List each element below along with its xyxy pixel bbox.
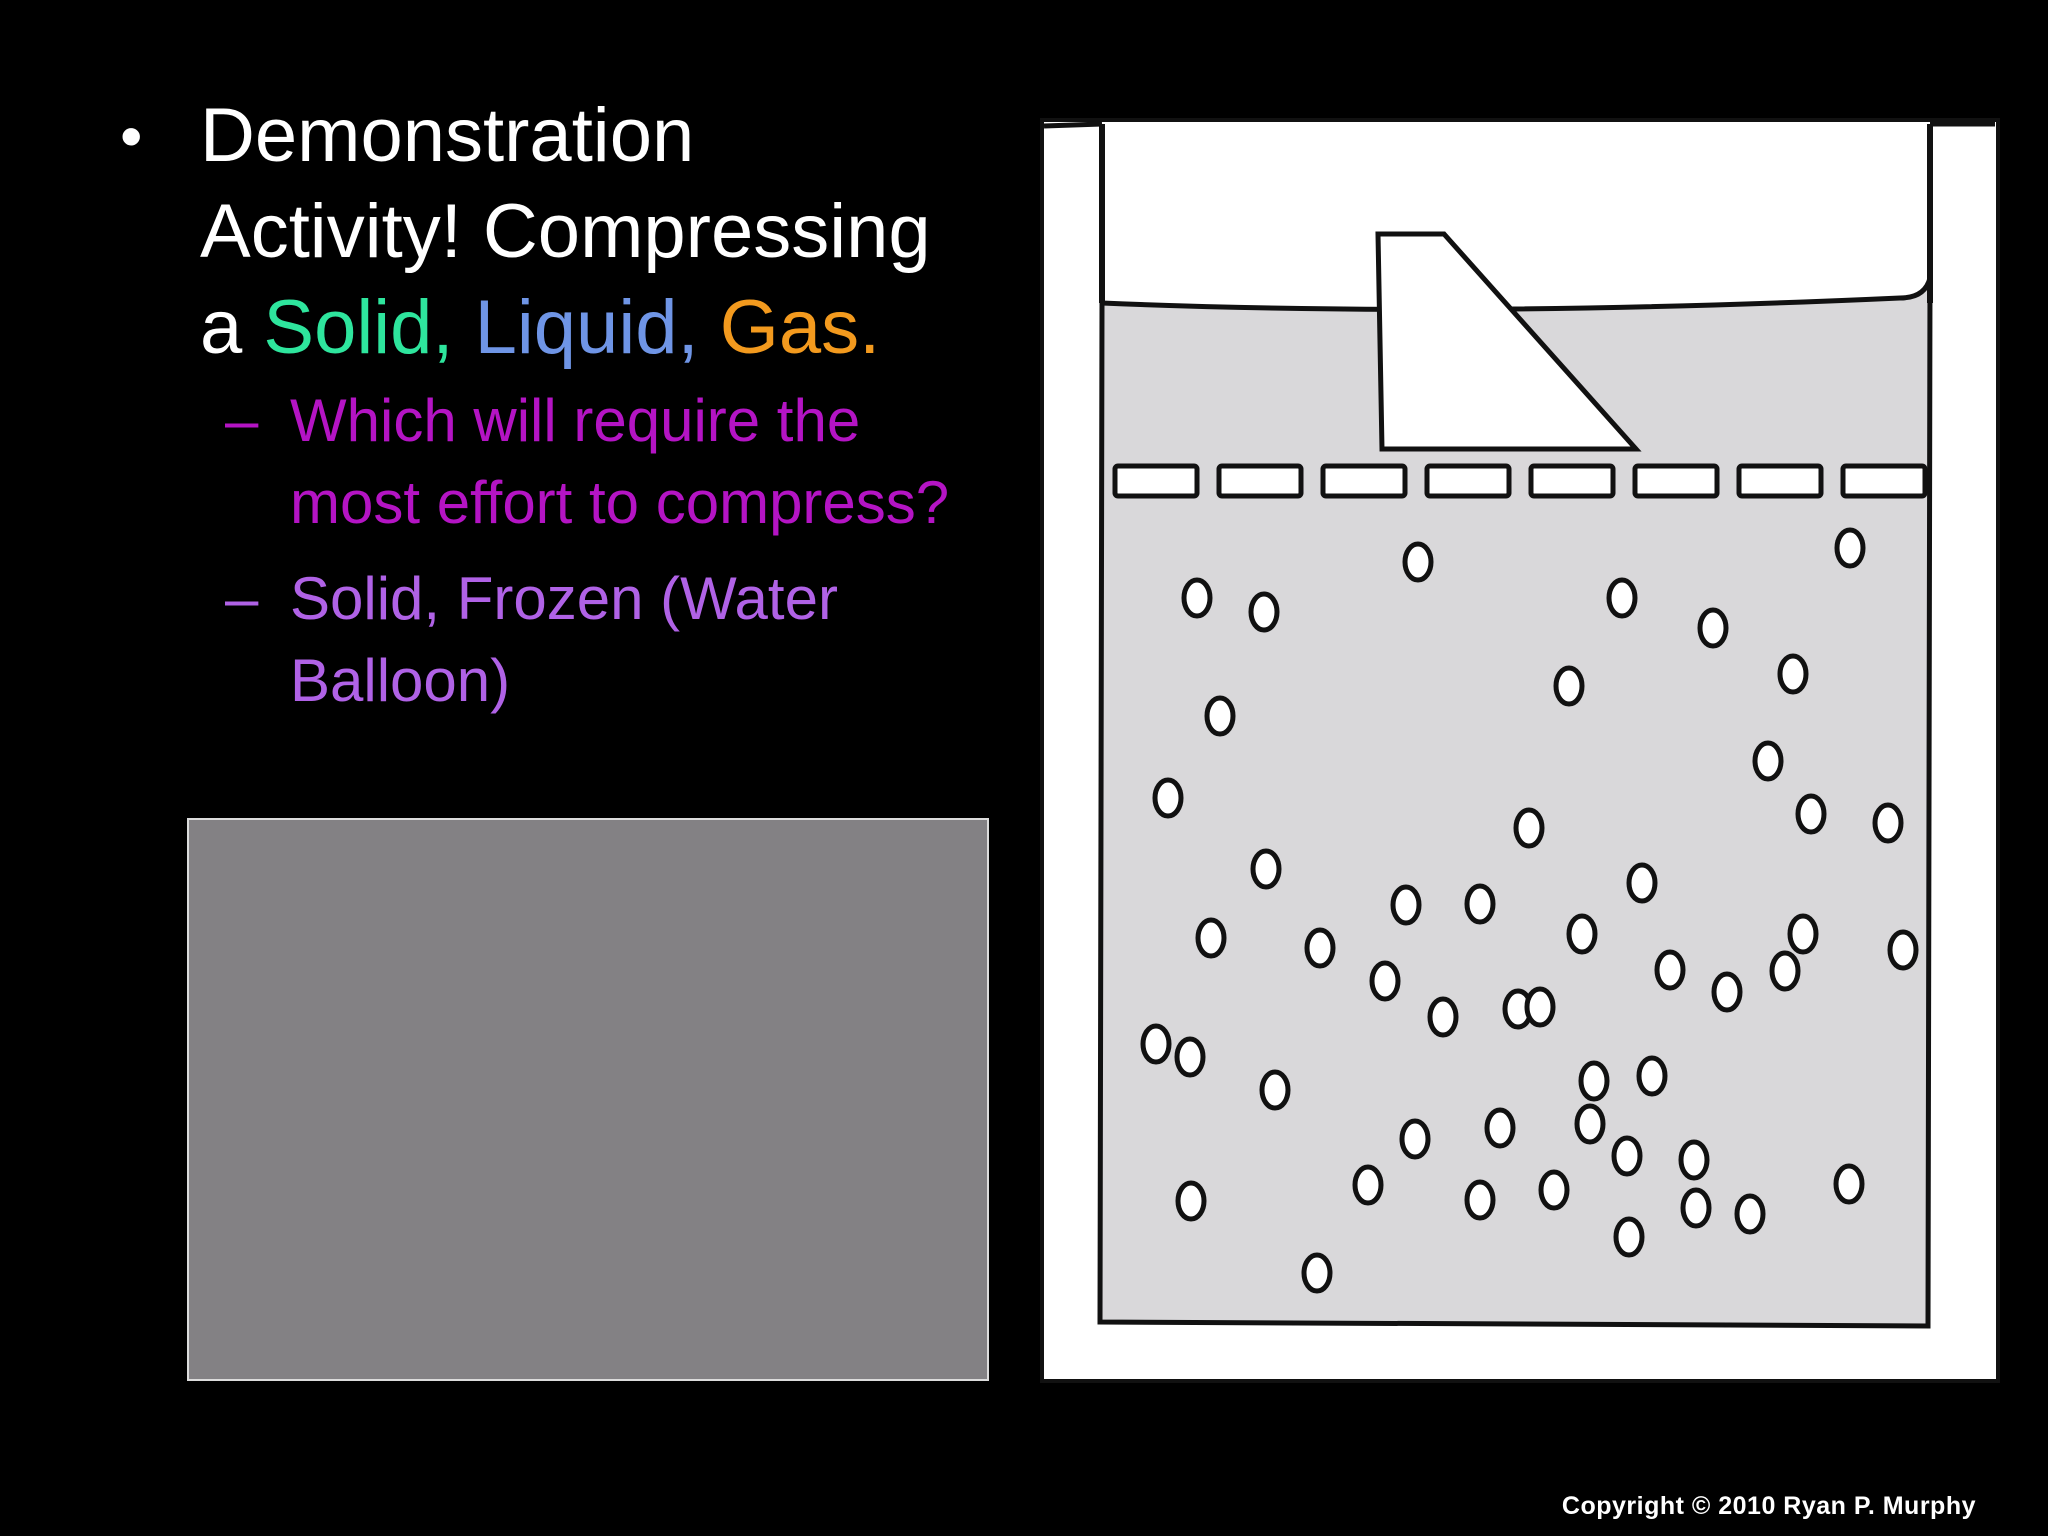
main-bullet-prefix: a <box>200 285 264 370</box>
gas-particle <box>1795 793 1827 835</box>
main-bullet-line-1: Demonstration <box>200 93 695 178</box>
gas-particle <box>1678 1139 1710 1181</box>
word-liquid: Liquid, <box>474 285 699 370</box>
word-solid: Solid, <box>263 285 454 370</box>
gas-particle <box>1611 1135 1643 1177</box>
container-liquid <box>1097 277 1933 1329</box>
sub-bullet-dash: – <box>225 565 259 632</box>
gas-particle <box>1538 1169 1570 1211</box>
piston-weight-shape <box>1375 231 1642 452</box>
container-top-left-edge <box>1043 121 1103 129</box>
gas-particle <box>1626 862 1658 904</box>
gas-particle <box>1887 929 1919 971</box>
gas-particle <box>1301 1252 1333 1294</box>
gas-particle <box>1524 986 1556 1028</box>
gas-particle <box>1636 1055 1668 1097</box>
sub-bullet-text: Solid, Frozen (Water Balloon) <box>290 565 838 714</box>
gas-particle <box>1777 653 1809 695</box>
piston-plate-segment <box>1320 463 1408 499</box>
gas-particle <box>1654 949 1686 991</box>
video-placeholder <box>187 818 989 1381</box>
piston-plate-segment <box>1112 463 1200 499</box>
copyright-notice: Copyright © 2010 Ryan P. Murphy <box>1561 1492 1976 1520</box>
gas-particle <box>1484 1107 1516 1149</box>
gas-particle <box>1250 848 1282 890</box>
gas-particle <box>1872 802 1904 844</box>
gas-particle <box>1304 927 1336 969</box>
main-bullet: • Demonstration Activity! Compressing a … <box>120 88 1000 376</box>
main-bullet-line-3: a Solid, Liquid, Gas. <box>200 280 1000 376</box>
gas-particle <box>1427 996 1459 1038</box>
bullet-list: • Demonstration Activity! Compressing a … <box>120 88 1000 722</box>
gas-particle <box>1259 1069 1291 1111</box>
piston-container-diagram <box>1040 118 2000 1383</box>
gas-particles <box>1140 527 1919 1294</box>
gas-particle <box>1787 913 1819 955</box>
gas-particle <box>1204 695 1236 737</box>
bullet-dot: • <box>120 100 143 172</box>
main-bullet-line-2: Activity! Compressing <box>200 189 931 274</box>
word-gas: Gas. <box>719 285 881 370</box>
gas-particle <box>1352 1164 1384 1206</box>
gas-particle <box>1464 883 1496 925</box>
gas-particle <box>1181 577 1213 619</box>
gas-particle <box>1834 527 1866 569</box>
gas-particle <box>1697 607 1729 649</box>
gas-particle <box>1566 913 1598 955</box>
gas-particle <box>1553 665 1585 707</box>
piston-plate <box>1112 463 1928 499</box>
gas-particle <box>1574 1103 1606 1145</box>
gas-particle <box>1464 1179 1496 1221</box>
gas-particle <box>1152 777 1184 819</box>
gas-particle <box>1680 1187 1712 1229</box>
gas-particle <box>1613 1216 1645 1258</box>
sub-bullet-text: Which will require the most effort to co… <box>290 387 950 536</box>
sub-bullet-dash: – <box>225 387 259 454</box>
piston-plate-segment <box>1528 463 1616 499</box>
gas-particle <box>1399 1118 1431 1160</box>
gas-particle <box>1752 740 1784 782</box>
gas-particle <box>1390 884 1422 926</box>
gas-particle <box>1175 1180 1207 1222</box>
gas-particle <box>1369 960 1401 1002</box>
piston-plate-segment <box>1840 463 1928 499</box>
gas-particle <box>1769 950 1801 992</box>
diagram-frame <box>1040 118 2000 1383</box>
gas-particle <box>1195 917 1227 959</box>
gas-particle <box>1833 1163 1865 1205</box>
gas-particle <box>1711 971 1743 1013</box>
gas-particle <box>1248 591 1280 633</box>
piston-plate-segment <box>1632 463 1720 499</box>
gas-particle <box>1174 1036 1206 1078</box>
gas-particle <box>1578 1060 1610 1102</box>
gas-particle <box>1140 1023 1172 1065</box>
gas-particle <box>1606 577 1638 619</box>
gas-particle <box>1734 1193 1766 1235</box>
sub-bullet-answer: – Solid, Frozen (Water Balloon) <box>120 558 1000 722</box>
piston-plate-segment <box>1424 463 1512 499</box>
piston-plate-segment <box>1736 463 1824 499</box>
gas-particle <box>1402 541 1434 583</box>
piston-plate-segment <box>1216 463 1304 499</box>
gas-particle <box>1513 807 1545 849</box>
sub-bullet-question: – Which will require the most effort to … <box>120 380 1000 544</box>
